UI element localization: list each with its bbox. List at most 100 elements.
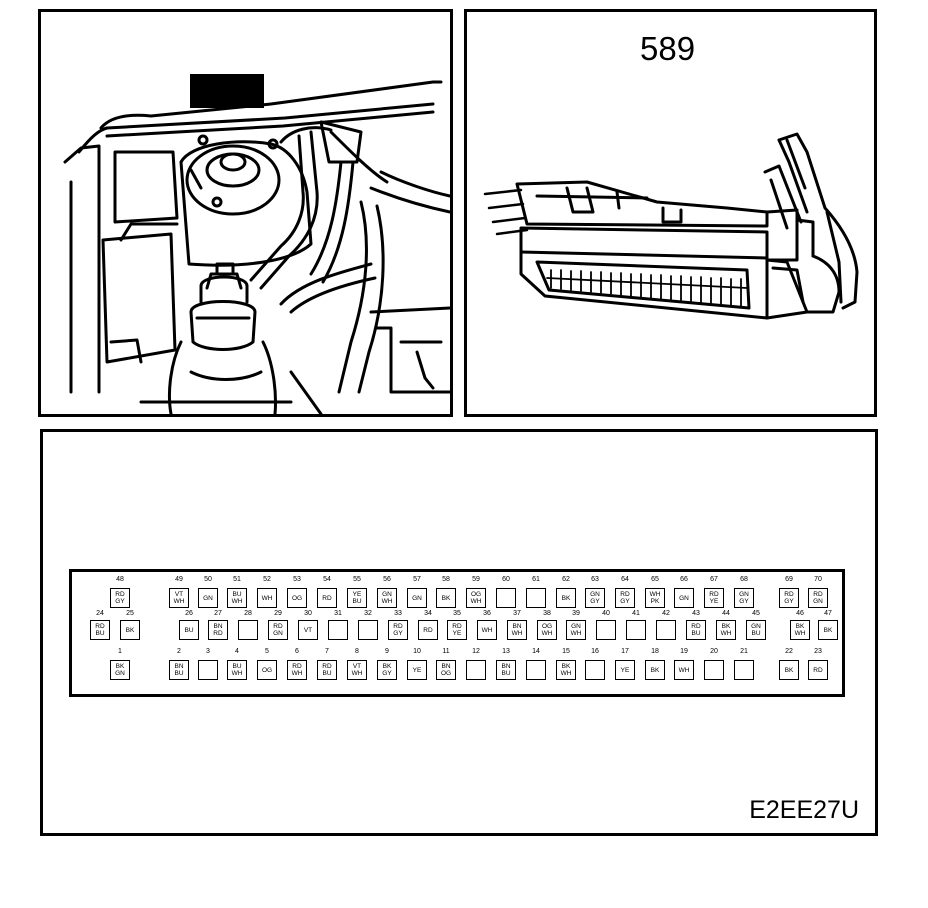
pin-34: RD (418, 620, 438, 640)
wire-color: RD (213, 630, 223, 637)
engine-bay-illustration (38, 9, 453, 417)
wire-color: BK (125, 626, 135, 634)
wire-color: WH (381, 598, 393, 605)
connector-illustration-panel: 589 (464, 9, 877, 417)
wire-color: BN (512, 623, 522, 630)
pin-53: OG (287, 588, 307, 608)
wire-color: RD (393, 623, 403, 630)
pin-number-47: 47 (824, 610, 832, 617)
pin-31 (328, 620, 348, 640)
wire-color: WH (541, 630, 553, 637)
pin-number-67: 67 (710, 576, 718, 583)
wire-color: WH (470, 598, 482, 605)
wire-color: BU (322, 670, 332, 677)
pin-number-25: 25 (126, 610, 134, 617)
pin-number-68: 68 (740, 576, 748, 583)
wire-color: OG (291, 594, 303, 602)
wire-color: BK (784, 666, 794, 674)
wire-color: RD (115, 591, 125, 598)
pin-number-51: 51 (233, 576, 241, 583)
pin-number-39: 39 (572, 610, 580, 617)
pin-number-34: 34 (424, 610, 432, 617)
pin-number-3: 3 (206, 648, 210, 655)
wire-color: WH (231, 598, 243, 605)
wire-color: OG (261, 666, 273, 674)
wire-color: BK (823, 626, 833, 634)
wire-color: BK (115, 663, 125, 670)
pin-23: RD (808, 660, 828, 680)
wire-color: WH (649, 591, 661, 598)
pin-number-45: 45 (752, 610, 760, 617)
pin-number-50: 50 (204, 576, 212, 583)
pin-number-42: 42 (662, 610, 670, 617)
wire-color: GN (273, 630, 283, 637)
wire-color: VT (303, 626, 313, 634)
wire-color: BK (441, 594, 451, 602)
wire-color: GN (679, 594, 689, 602)
pin-52: WH (257, 588, 277, 608)
wire-color: YE (412, 666, 422, 674)
pin-21 (734, 660, 754, 680)
wire-color: GY (784, 598, 794, 605)
pin-66: GN (674, 588, 694, 608)
wire-color: BU (751, 630, 761, 637)
pin-41 (626, 620, 646, 640)
pin-number-65: 65 (651, 576, 659, 583)
wire-color: WH (570, 630, 582, 637)
pin-number-8: 8 (355, 648, 359, 655)
wire-color: BN (174, 663, 184, 670)
pin-number-14: 14 (532, 648, 540, 655)
pin-number-61: 61 (532, 576, 540, 583)
wire-color: RD (784, 591, 794, 598)
pin-number-49: 49 (175, 576, 183, 583)
wire-color: GN (115, 670, 125, 677)
pin-number-55: 55 (353, 576, 361, 583)
pin-number-21: 21 (740, 648, 748, 655)
wire-color: OG (541, 623, 553, 630)
pin-26: BU (179, 620, 199, 640)
pin-61 (526, 588, 546, 608)
wire-color: GN (571, 623, 581, 630)
wire-color: GY (739, 598, 749, 605)
wire-color: BU (691, 630, 701, 637)
wire-color: RD (691, 623, 701, 630)
wire-color: GY (382, 670, 392, 677)
pin-28 (238, 620, 258, 640)
pin-32 (358, 620, 378, 640)
pin-number-5: 5 (265, 648, 269, 655)
pin-number-69: 69 (785, 576, 793, 583)
wire-color: WH (261, 594, 273, 602)
wire-color: BU (352, 598, 362, 605)
pin-number-22: 22 (785, 648, 793, 655)
wire-color: WH (720, 630, 732, 637)
wire-color: GY (393, 630, 403, 637)
connector-drawing (483, 132, 859, 320)
pin-number-16: 16 (591, 648, 599, 655)
pin-number-32: 32 (364, 610, 372, 617)
wire-color: GN (203, 594, 213, 602)
pin-number-10: 10 (413, 648, 421, 655)
wire-color: WH (678, 666, 690, 674)
pin-18: BK (645, 660, 665, 680)
wire-color: YE (352, 591, 362, 598)
pin-number-17: 17 (621, 648, 629, 655)
pin-number-31: 31 (334, 610, 342, 617)
